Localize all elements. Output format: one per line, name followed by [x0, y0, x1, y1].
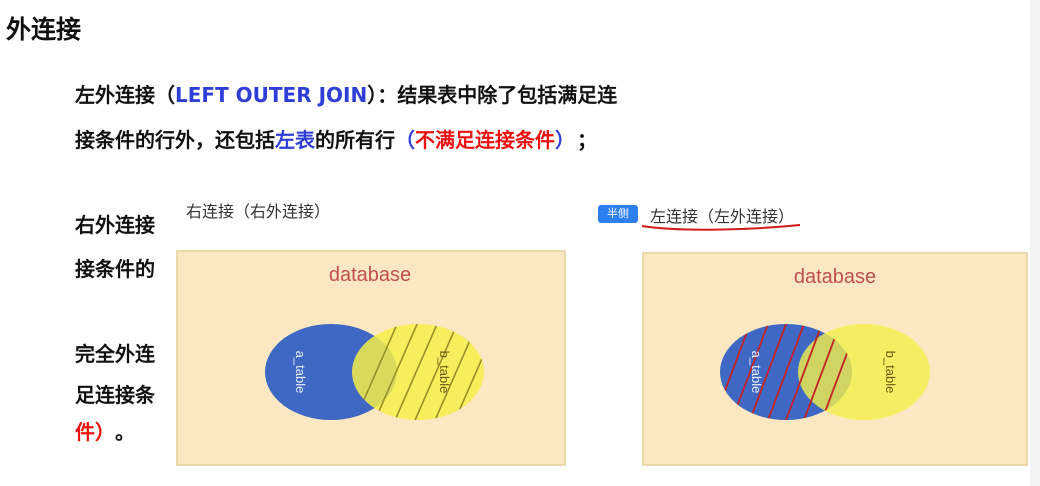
b-table-circle [798, 324, 930, 420]
left-join-desc-1: ）：结果表中除了包括满足连 [367, 83, 618, 107]
left-join-desc-3: 的所有行 [315, 128, 395, 152]
unmatched-condition-note: 不满足连接条件 [415, 128, 555, 152]
b-table-label: b_table [883, 351, 898, 394]
paren-open: （ [395, 128, 415, 152]
full-join-line-1: 完全外连 [75, 342, 155, 366]
full-join-line-3: 件） 。 [75, 416, 135, 445]
section-heading: 外连接 [6, 15, 82, 44]
full-join-red-end: 件） [75, 420, 105, 444]
right-join-venn-diagram: database a_table b_table [176, 250, 566, 466]
left-join-line-1: 左外连接（LEFT OUTER JOIN）：结果表中除了包括满足连 [75, 79, 617, 108]
right-join-caption: 右连接（右外连接） [186, 202, 331, 221]
left-join-caption: 左连接（左外连接） [650, 207, 795, 226]
a-table-hatching [720, 324, 852, 420]
b-table-circle [352, 324, 484, 420]
left-join-term: 左外连接（ [75, 83, 175, 107]
right-edge-strip [1030, 0, 1040, 486]
database-label: database [329, 264, 411, 286]
red-underline-annotation [641, 224, 801, 231]
left-join-venn-diagram: database a_table b_table [642, 252, 1028, 466]
paren-close: ） [555, 128, 565, 152]
database-label: database [794, 266, 876, 288]
full-join-line-2: 足连接条 [75, 383, 155, 407]
b-table-label: b_table [437, 351, 452, 394]
a-table-label: a_table [749, 351, 764, 394]
right-join-line-1: 右外连接 [75, 213, 155, 237]
left-outer-join-keyword: LEFT OUTER JOIN [175, 83, 368, 107]
b-table-hatching [352, 324, 484, 420]
right-join-line-2: 接条件的 [75, 257, 155, 281]
semicolon: ； [577, 128, 597, 152]
annotation-badge[interactable]: 半侧 [598, 205, 638, 223]
left-join-desc-2: 接条件的行外，还包括 [75, 128, 275, 152]
left-table-highlight: 左表 [275, 128, 315, 152]
right-join-caption-bg [177, 192, 377, 220]
a-table-label: a_table [293, 351, 308, 394]
left-join-line-2: 接条件的行外，还包括左表的所有行（不满足连接条件） ； [75, 124, 597, 153]
period: 。 [115, 420, 135, 444]
